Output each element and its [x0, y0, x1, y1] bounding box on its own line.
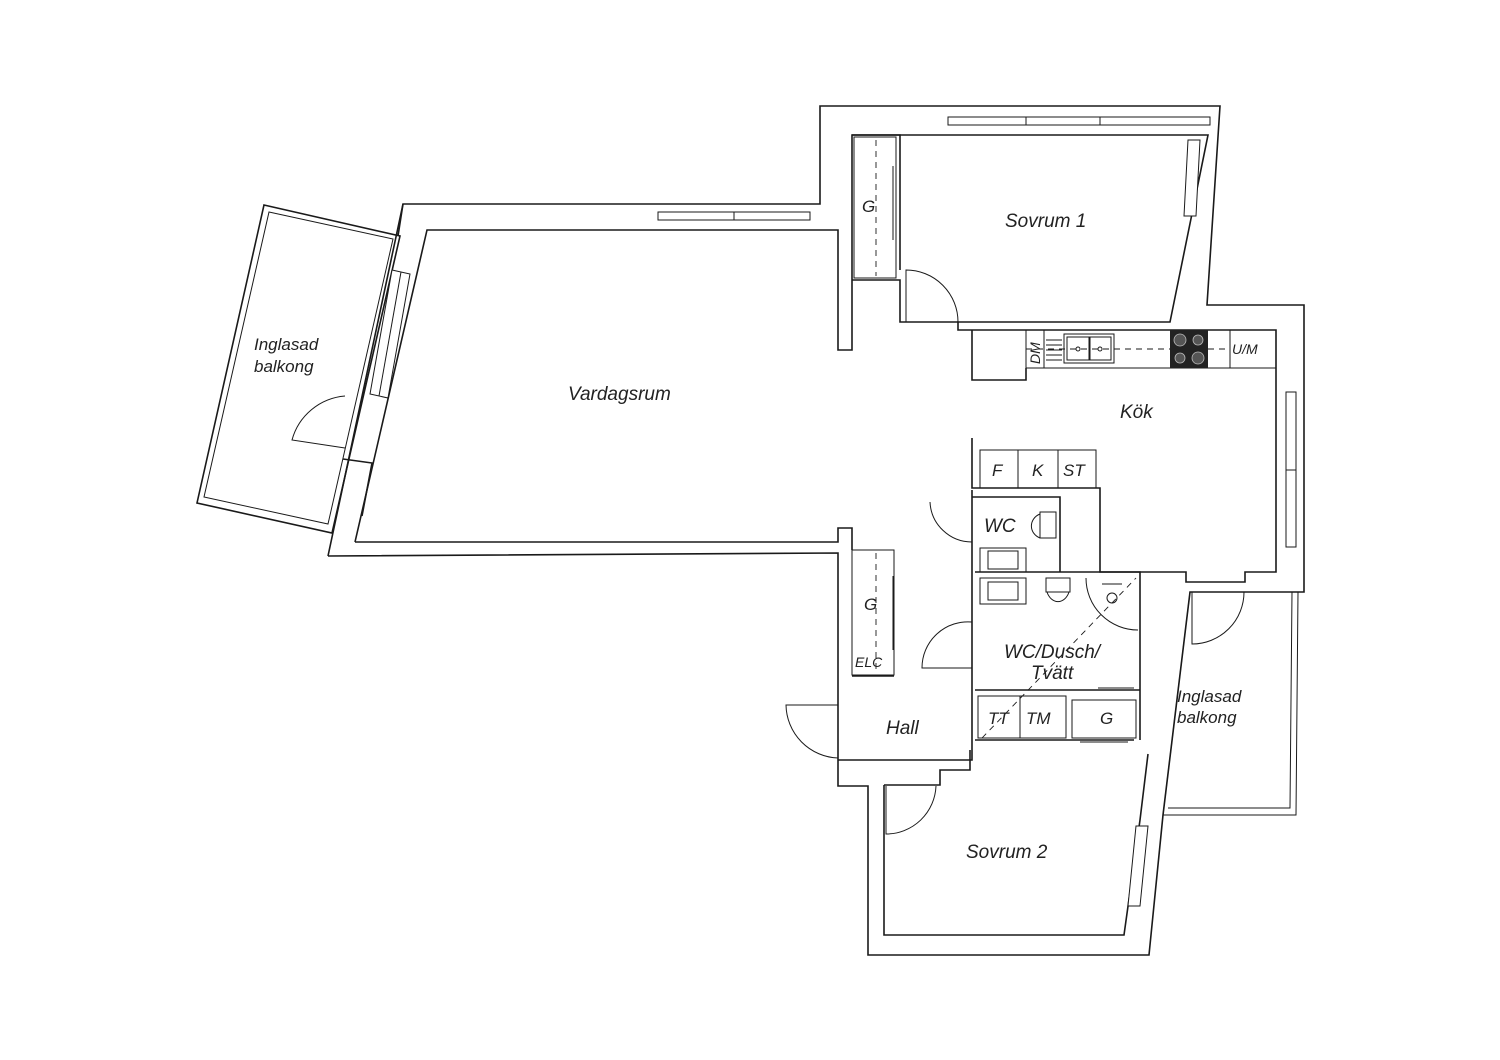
label-wc-dusch-1: WC/Dusch/ [1004, 642, 1102, 663]
label-wc-dusch-2: Tvätt [1031, 663, 1074, 684]
room-labels: Vardagsrum Sovrum 1 Kök Hall Sovrum 2 WC… [254, 211, 1242, 863]
label-elc: ELC [855, 654, 883, 670]
label-freezer: K [1032, 461, 1044, 480]
fixture-labels: G G ELC F K ST DM U/M TT TM G [855, 197, 1258, 728]
label-vardagsrum: Vardagsrum [568, 384, 671, 405]
label-balcony-west-1: Inglasad [254, 335, 319, 354]
balcony-east [1162, 591, 1299, 816]
cooktop-icon [1170, 330, 1208, 368]
label-sovrum1: Sovrum 1 [1005, 211, 1086, 232]
door-swing-icon [905, 269, 959, 323]
label-dishwasher: DM [1027, 342, 1043, 364]
label-kok: Kök [1120, 402, 1154, 423]
label-wc: WC [984, 516, 1016, 537]
label-storage: ST [1063, 461, 1086, 480]
outer-walls [327, 105, 1305, 956]
balcony-west [196, 204, 411, 534]
toilet-icon [1045, 577, 1071, 603]
door-swing-icon [1191, 591, 1245, 645]
kitchen-counter [1025, 329, 1277, 369]
label-balcony-east-2: balkong [1177, 708, 1237, 727]
door-swing-icon [785, 704, 839, 759]
label-washing-machine: TM [1026, 709, 1051, 728]
interior-walls [838, 134, 1141, 761]
door-swing-icon [291, 395, 346, 449]
label-balcony-east-1: Inglasad [1177, 687, 1242, 706]
label-microwave-oven: U/M [1232, 341, 1258, 357]
door-swings [291, 269, 1245, 835]
washbasin-icon [979, 577, 1027, 605]
kitchen-tall-units [979, 449, 1097, 489]
label-balcony-west-2: balkong [254, 357, 314, 376]
label-tumble-dryer: TT [988, 709, 1010, 728]
label-fridge: F [992, 461, 1004, 480]
shower-icon [1085, 577, 1139, 631]
door-swing-icon [929, 501, 973, 543]
wc-fixtures [979, 511, 1057, 573]
label-hall: Hall [886, 718, 920, 739]
door-swing-icon [921, 621, 973, 669]
bath-fixtures [977, 577, 1139, 743]
washbasin-icon [979, 547, 1027, 573]
label-sovrum2: Sovrum 2 [966, 842, 1048, 863]
door-swing-icon [885, 785, 937, 835]
label-wardrobe-bath: G [1100, 709, 1113, 728]
label-wardrobe-sovrum1: G [862, 197, 875, 216]
toilet-icon [1030, 511, 1057, 539]
kitchen-sink-icon [1046, 333, 1115, 364]
label-wardrobe-hall: G [864, 595, 877, 614]
windows [657, 116, 1297, 907]
